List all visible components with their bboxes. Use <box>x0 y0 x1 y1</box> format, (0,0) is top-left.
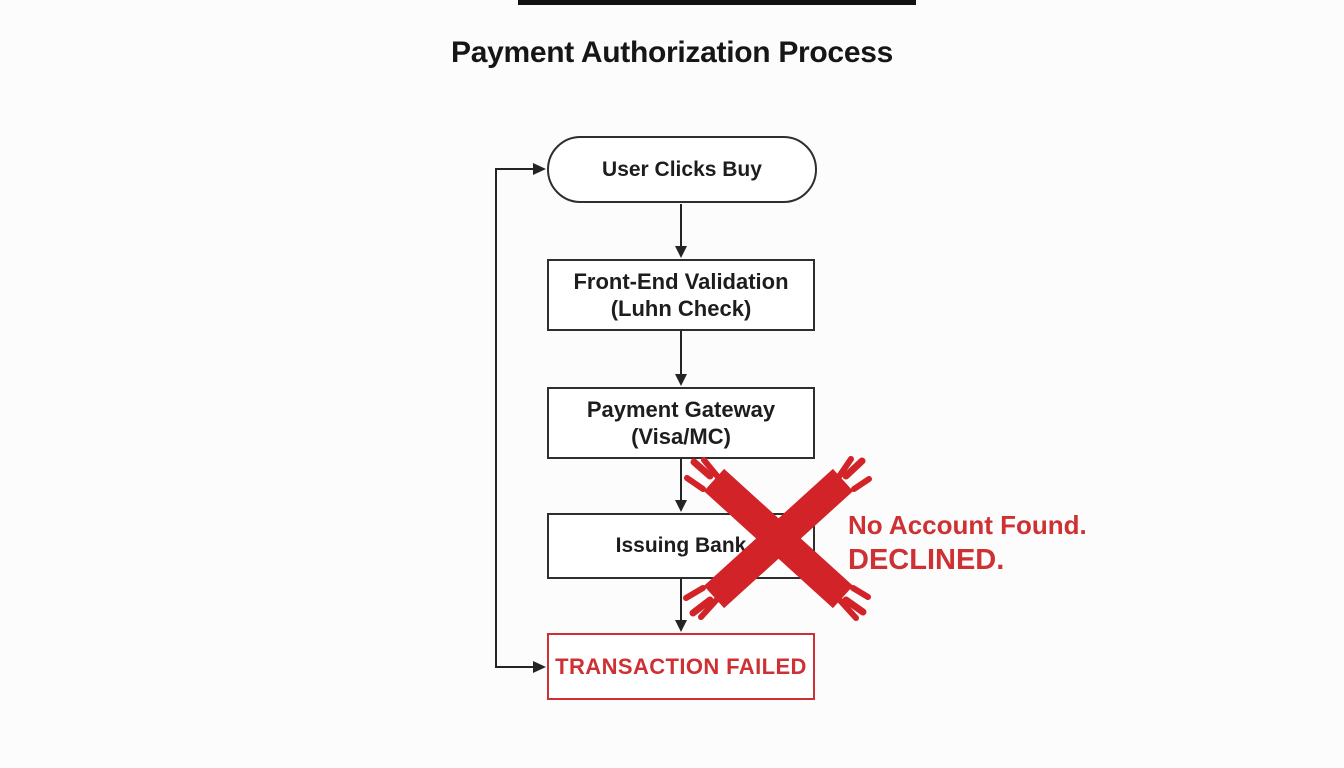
x-brush-spike <box>851 476 872 492</box>
x-brush-spike <box>842 457 866 480</box>
node-label-line2: (Visa/MC) <box>631 424 731 449</box>
top-cropped-bar <box>518 0 916 5</box>
x-brush-spike <box>683 585 706 601</box>
annotation-line1: No Account Found. <box>848 510 1087 540</box>
x-brush-spike <box>689 596 714 617</box>
node-label-line1: Payment Gateway <box>586 396 776 422</box>
arrowhead-down-icon <box>675 620 687 632</box>
x-brush-spike <box>833 456 854 484</box>
x-brush-spike <box>684 475 706 492</box>
node-label: TRANSACTION FAILED <box>555 653 807 679</box>
x-brush-spike <box>701 457 725 485</box>
node-user-clicks-buy: User Clicks Buy <box>547 136 817 203</box>
x-brush-spike <box>850 585 871 600</box>
feedback-loop-line <box>495 163 546 673</box>
arrowhead-down-icon <box>675 246 687 258</box>
node-transaction-failed: TRANSACTION FAILED <box>547 633 815 700</box>
declined-annotation: No Account Found. DECLINED. <box>848 508 1087 578</box>
node-label: User Clicks Buy <box>602 157 762 181</box>
node-payment-gateway: Payment Gateway (Visa/MC) <box>547 387 815 459</box>
node-issuing-bank: Issuing Bank <box>547 513 815 579</box>
feedback-loop-path <box>495 168 534 668</box>
annotation-line2: DECLINED. <box>848 544 1005 576</box>
node-front-end-validation: Front-End Validation (Luhn Check) <box>547 259 815 331</box>
node-label-line1: Front-End Validation <box>573 268 789 294</box>
x-brush-spike <box>842 596 867 616</box>
diagram-title: Payment Authorization Process <box>451 36 893 69</box>
arrowhead-down-icon <box>675 374 687 386</box>
arrowhead-down-icon <box>675 500 687 512</box>
x-brush-spike <box>833 593 859 621</box>
node-label: Issuing Bank <box>615 534 747 557</box>
x-brush-spike <box>698 592 724 620</box>
arrowhead-right-icon <box>533 661 546 673</box>
arrowhead-right-icon <box>533 163 546 175</box>
x-brush-spike <box>690 458 714 480</box>
node-label-line2: (Luhn Check) <box>610 296 752 321</box>
